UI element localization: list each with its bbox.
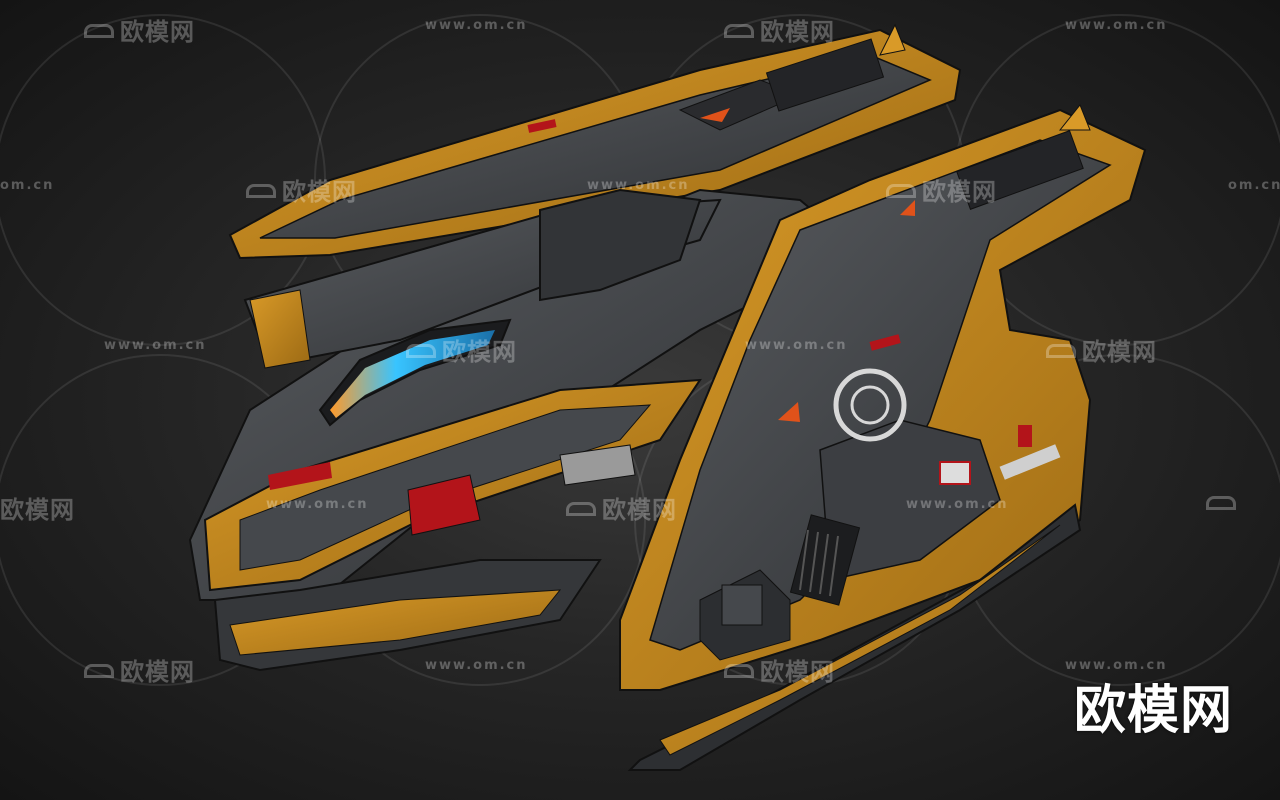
watermark-logo: 欧模网 [84, 12, 195, 47]
watermark-logo: 欧模网 [406, 332, 517, 367]
watermark-logo: 欧模网 [724, 652, 835, 687]
sofa-icon [84, 24, 114, 38]
sofa-icon [724, 664, 754, 678]
watermark-url: www.om.cn [266, 497, 369, 512]
watermark-url: www.om.cn [104, 338, 207, 353]
sofa-icon [1046, 344, 1076, 358]
watermark-url: www.om.cn [745, 338, 848, 353]
sofa-icon [724, 24, 754, 38]
watermark-url: www.om.cn [425, 658, 528, 673]
watermark-logo: 欧模网 [0, 496, 75, 524]
watermark-url: www.om.cn [1065, 18, 1168, 33]
upper-wing-blade [228, 28, 962, 260]
watermark-url: om.cn [1228, 178, 1280, 193]
sofa-icon [84, 664, 114, 678]
sofa-icon [1206, 496, 1236, 510]
watermark-url: www.om.cn [425, 18, 528, 33]
watermark-logo [1206, 490, 1242, 518]
watermark-logo: 欧模网 [886, 172, 997, 207]
watermark-url: www.om.cn [1065, 658, 1168, 673]
watermark-url: om.cn [0, 178, 55, 193]
watermark-url: www.om.cn [906, 497, 1009, 512]
sofa-icon [566, 502, 596, 516]
cockpit-canopy [318, 188, 702, 427]
watermark-logo: 欧模网 [1046, 332, 1157, 367]
watermark-logo: 欧模网 [724, 12, 835, 47]
watermark-url: www.om.cn [587, 178, 690, 193]
watermark-logo: 欧模网 [246, 172, 357, 207]
main-fuselage [188, 188, 862, 672]
sofa-icon [406, 344, 436, 358]
front-hull-wing [619, 23, 1147, 691]
lower-wing-blade [627, 503, 1082, 771]
brand-watermark: 欧模网 [1074, 681, 1234, 741]
watermark-logo: 欧模网 [566, 490, 677, 525]
watermark-logo: 欧模网 [84, 652, 195, 687]
sofa-icon [246, 184, 276, 198]
sofa-icon [886, 184, 916, 198]
